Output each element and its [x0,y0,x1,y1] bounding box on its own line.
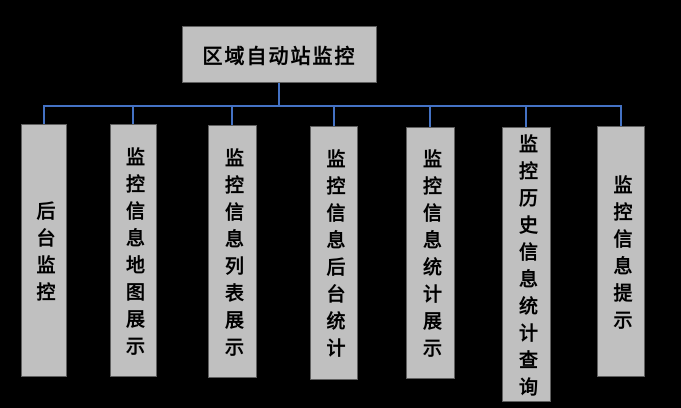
child-node-label: 后台监控 [33,200,56,309]
connector-root-stub [278,83,280,106]
connector-stub-1 [43,105,45,124]
connector-horizontal [43,105,622,107]
child-node-history-statistics-query: 监控历史信息统计查询 [502,127,551,402]
connector-stub-4 [333,105,335,126]
root-node-label: 区域自动站监控 [202,44,357,68]
child-node-statistics-display: 监控信息统计展示 [406,127,455,379]
connector-stub-3 [231,105,233,125]
connector-stub-5 [429,105,431,127]
root-node: 区域自动站监控 [182,26,377,83]
child-node-label: 监控信息列表展示 [222,147,244,364]
child-node-backend-monitoring: 后台监控 [21,124,67,377]
child-node-label: 监控历史信息统计查询 [516,133,538,402]
connector-stub-7 [620,105,622,126]
child-node-backend-statistics: 监控信息后台统计 [310,126,358,380]
child-node-label: 监控信息地图展示 [123,146,145,363]
child-node-list-display: 监控信息列表展示 [208,125,257,378]
child-node-label: 监控信息后台统计 [323,149,346,365]
connector-stub-6 [525,105,527,127]
child-node-map-display: 监控信息地图展示 [110,124,157,377]
child-node-info-alert: 监控信息提示 [597,126,645,377]
connector-stub-2 [132,105,134,124]
child-node-label: 监控信息提示 [610,174,633,337]
child-node-label: 监控信息统计展示 [420,149,442,365]
